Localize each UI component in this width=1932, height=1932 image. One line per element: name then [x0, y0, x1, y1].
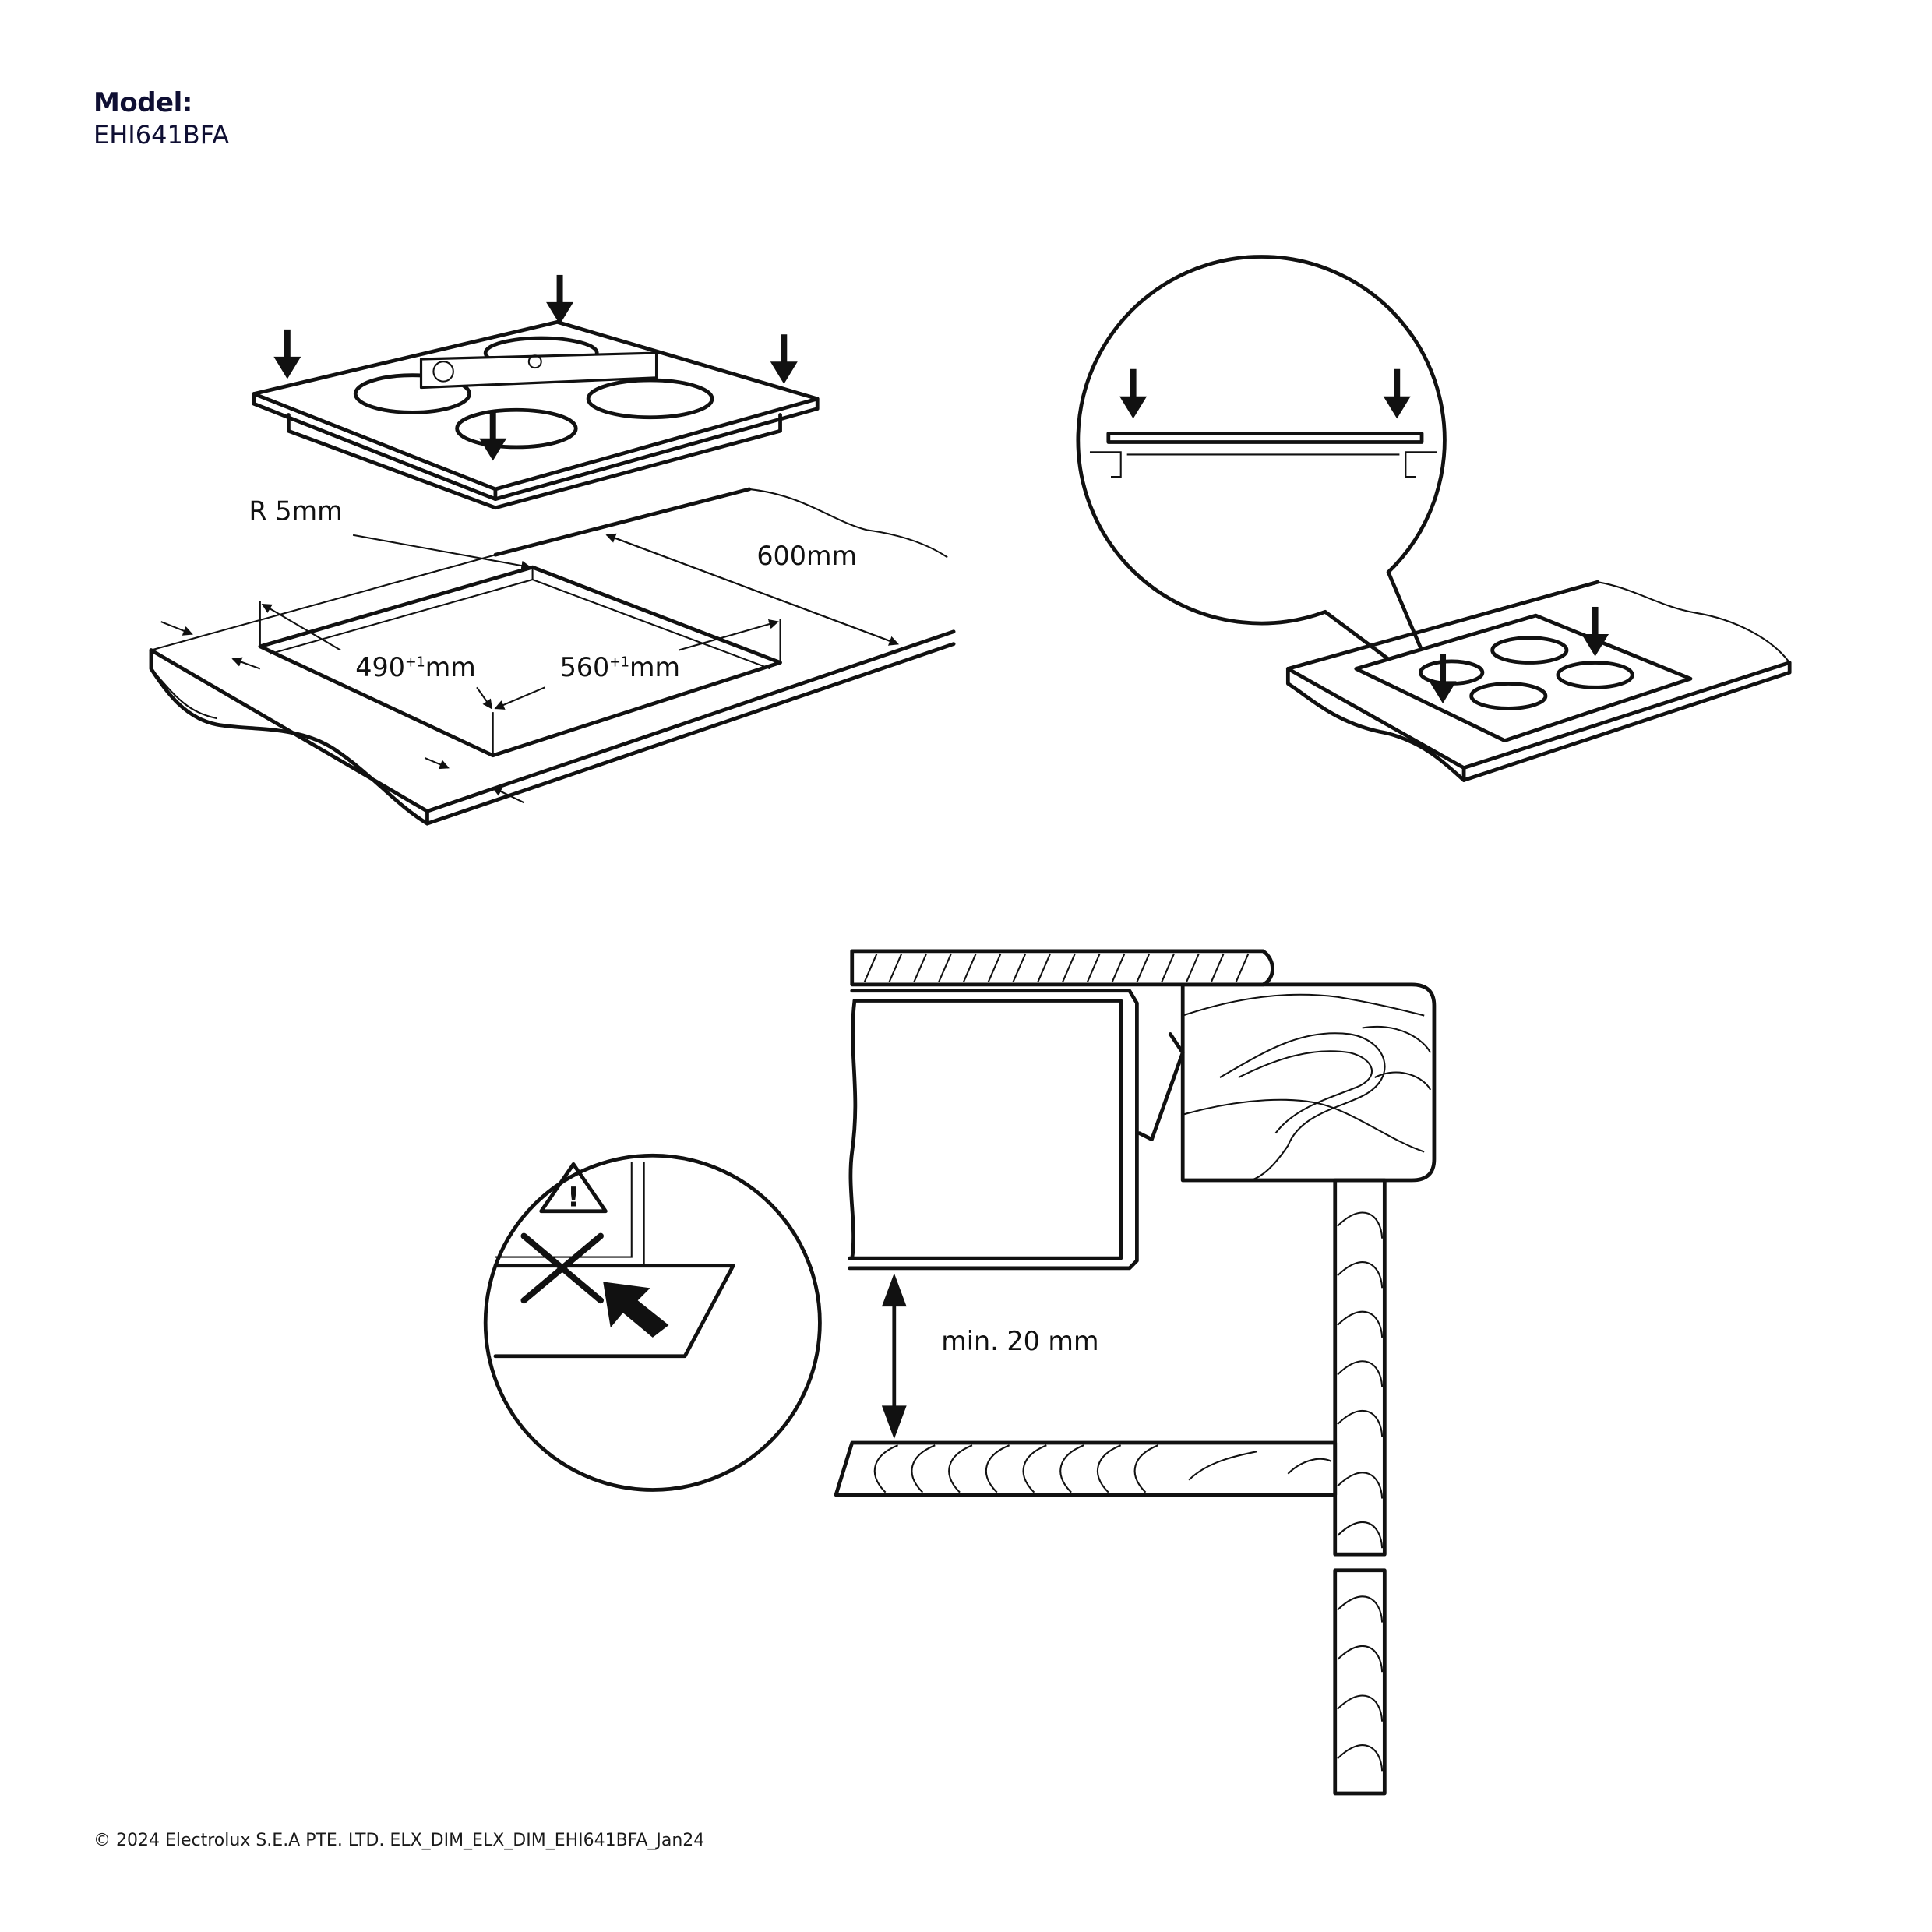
shelf — [834, 1440, 1338, 1497]
hob-plate — [252, 319, 820, 510]
burner — [353, 373, 471, 414]
worktop-section-hatched — [850, 949, 1274, 987]
depth-label: 600mm — [756, 541, 857, 571]
svg-text:!: ! — [567, 1182, 580, 1213]
figure-cross-section: min. 20 mm ! — [483, 949, 1437, 1796]
burner — [455, 407, 578, 450]
press-arrow-icon — [273, 329, 301, 379]
prohibited-x-icon — [520, 1232, 604, 1304]
burner — [586, 378, 714, 420]
worktop-installed — [1285, 580, 1792, 782]
model-value: EHI641BFA — [93, 120, 230, 150]
cutout-width-label: 560+1mm — [560, 652, 681, 682]
dimension-lines — [160, 533, 900, 804]
figure-hob-cutout: R 5mm 600mm 490+1mm 560+1mm — [149, 274, 956, 826]
radius-label: R 5mm — [249, 496, 343, 527]
wood-block — [1180, 982, 1437, 1183]
hob-body — [848, 989, 1185, 1271]
clearance-label: min. 20 mm — [941, 1326, 1098, 1356]
footer-copyright: © 2024 Electrolux S.E.A PTE. LTD. ELX_DI… — [93, 1831, 705, 1850]
warning-triangle-icon — [539, 1162, 608, 1214]
spirit-level-icon — [419, 351, 658, 390]
side-panel — [1333, 1178, 1387, 1796]
model-label: Model: — [93, 87, 192, 118]
worktop — [149, 487, 956, 826]
press-arrow-icon — [546, 274, 574, 325]
model-header: Model: EHI641BFA — [93, 87, 229, 150]
figure-installed-detail — [1076, 255, 1792, 782]
warning-detail-bubble: ! — [483, 1153, 822, 1492]
cutout-depth-label: 490+1mm — [355, 652, 476, 682]
direction-arrow-icon — [603, 1282, 669, 1338]
press-arrow-icon — [770, 334, 798, 384]
detail-callout-bubble — [1076, 255, 1447, 702]
